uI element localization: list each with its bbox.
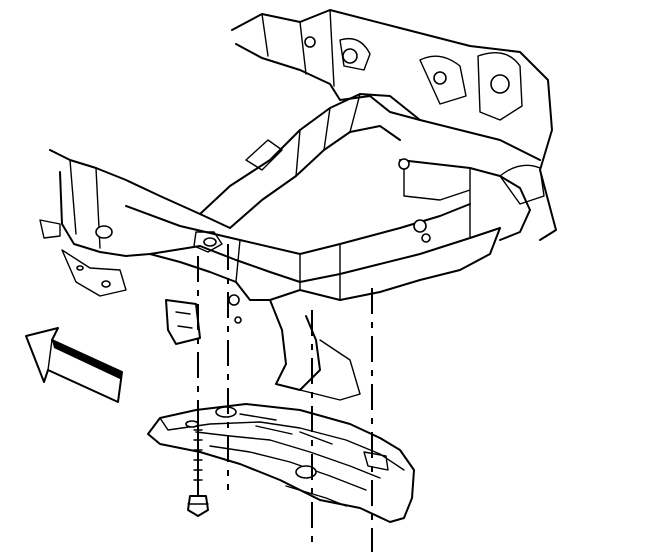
skid-plate-shield <box>147 403 415 523</box>
vehicle-frame-crossmember <box>39 9 557 401</box>
mounting-bolt <box>187 419 209 517</box>
front-direction-arrow <box>25 327 123 403</box>
alignment-lines <box>197 244 373 552</box>
